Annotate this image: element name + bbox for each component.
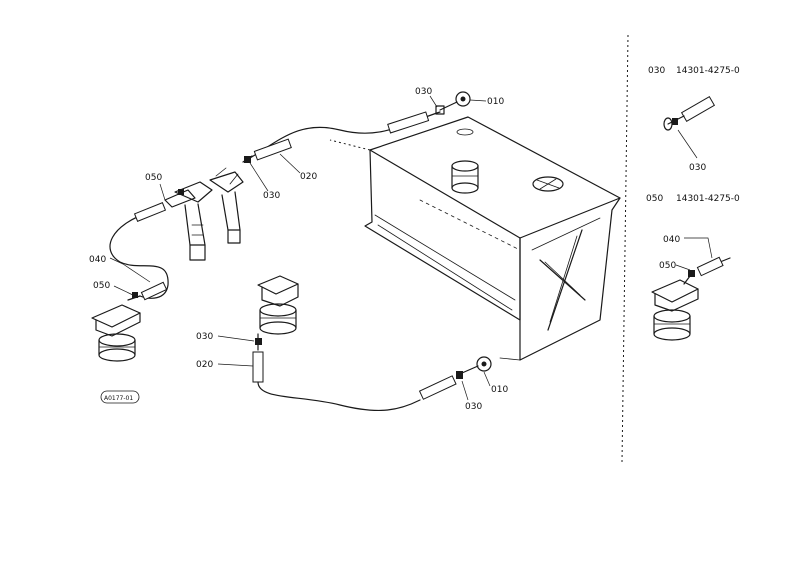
side-part1-detail-label: 030 — [689, 163, 706, 173]
callout-030-top: 030 — [415, 87, 432, 97]
filter-hose-020 — [252, 351, 264, 383]
reference-code-box: A0177-01 — [100, 390, 140, 404]
side-part2-label-040: 040 — [663, 235, 680, 245]
callout-030-mid: 030 — [263, 191, 280, 201]
side-part2-ref: 050 — [646, 194, 663, 204]
injection-nozzles — [174, 167, 244, 261]
callout-030-lower: 030 — [465, 402, 482, 412]
callout-030-filter: 030 — [196, 332, 213, 342]
upper-hose-tank — [387, 111, 430, 134]
side-part2-label-050: 050 — [659, 261, 676, 271]
left-hose-040 — [133, 202, 168, 301]
panel-divider — [621, 34, 629, 463]
tank-return-banjo — [435, 91, 471, 115]
leader-lines — [109, 95, 491, 401]
side-part1-number: 14301-4275-0 — [676, 66, 740, 76]
reference-code: A0177-01 — [104, 395, 133, 402]
callout-020-filter: 020 — [196, 360, 213, 370]
tank-filler-cap — [451, 160, 479, 194]
callout-050-left: 050 — [93, 281, 110, 291]
callout-050-injector: 050 — [145, 173, 162, 183]
left-feed-line — [109, 211, 169, 299]
center-fuel-filter — [257, 275, 299, 335]
filter-outlet-clamp — [255, 333, 262, 351]
side-part-050: 050 14301-4275-0 040 050 — [646, 194, 740, 341]
side-part1-ref: 030 — [648, 66, 665, 76]
side-filter — [651, 279, 699, 341]
fuel-tank — [329, 116, 621, 361]
lower-banjo — [456, 356, 492, 379]
side-part2-number: 14301-4275-0 — [676, 194, 740, 204]
callout-010-top: 010 — [487, 97, 504, 107]
upper-hose-020 — [242, 138, 292, 163]
callout-020-upper: 020 — [300, 172, 317, 182]
lower-hose — [418, 375, 457, 400]
left-injector-clamp — [164, 189, 196, 208]
side-part-030: 030 14301-4275-0 030 — [648, 66, 740, 173]
left-fuel-filter — [91, 292, 141, 362]
tank-sender-unit — [532, 176, 564, 192]
callout-010-lower: 010 — [491, 385, 508, 395]
callout-040-left: 040 — [89, 255, 106, 265]
lower-feed-line — [257, 381, 421, 412]
